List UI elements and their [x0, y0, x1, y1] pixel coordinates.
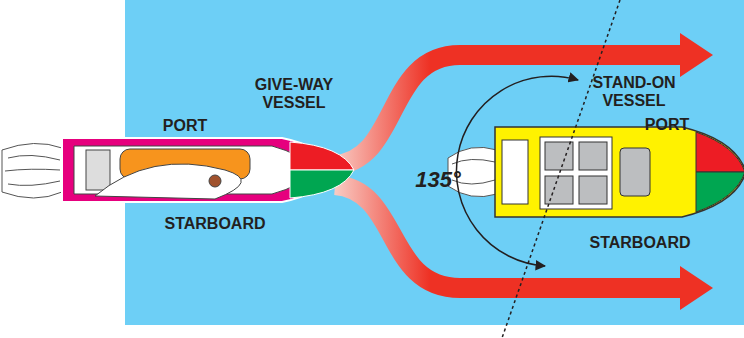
starboard-light [696, 172, 744, 212]
angle-label: 135° [415, 168, 461, 192]
cabin [540, 137, 612, 209]
port-light [290, 142, 354, 170]
seat [545, 142, 573, 170]
transom [502, 140, 528, 204]
wake-lines [5, 155, 60, 185]
side-label: STARBOARD [589, 234, 690, 252]
port-light [696, 132, 744, 172]
arrow-head [680, 266, 713, 310]
sail [95, 164, 241, 199]
windscreen [620, 148, 650, 196]
vessel-label: GIVE-WAY VESSEL [239, 76, 349, 112]
side-label: PORT [163, 117, 207, 135]
transom [86, 150, 110, 190]
sector-line [502, 0, 620, 338]
side-label: PORT [645, 116, 689, 134]
side-label: STARBOARD [164, 215, 265, 233]
seat [579, 176, 607, 204]
vessel-label: STAND-ON VESSEL [579, 74, 689, 110]
propeller-wake [2, 143, 62, 198]
seat [545, 176, 573, 204]
angle-arc [456, 76, 578, 266]
stand-on-hull [495, 127, 744, 217]
arrow-head [680, 33, 713, 77]
seat [579, 142, 607, 170]
starboard-light [290, 170, 354, 198]
mast [209, 175, 221, 187]
